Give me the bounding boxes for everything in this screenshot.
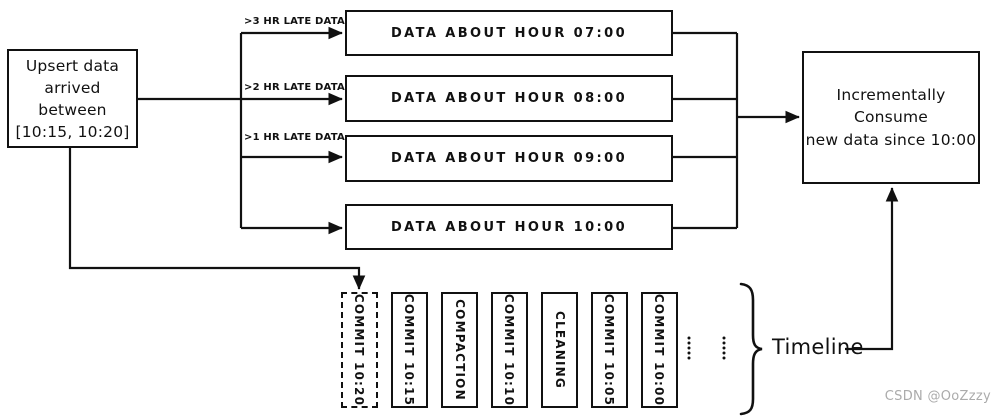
data-box-hour-09-label: DATA ABOUT HOUR 09:00 [390, 151, 628, 166]
timeline-box-compaction-label: COMPACTION [452, 299, 467, 401]
timeline-box-commit-10-00: COMMIT 10:00 [641, 292, 678, 408]
late-data-label-2hr: >2 HR LATE DATA [244, 82, 345, 93]
arrow-timeline-to-consumer [845, 187, 899, 351]
timeline-box-compaction: COMPACTION [441, 292, 478, 408]
timeline-box-commit-10-15: COMMIT 10:15 [391, 292, 428, 408]
late-data-label-3hr: >3 HR LATE DATA [244, 16, 345, 27]
timeline-box-commit-10-00-label: COMMIT 10:00 [652, 293, 667, 407]
timeline-box-commit-10-10-label: COMMIT 10:10 [502, 293, 517, 407]
source-line-1: Upsert data [25, 56, 120, 75]
source-line-3: [10:15, 10:20] [15, 122, 130, 141]
arrow-source-to-commit [68, 147, 366, 290]
data-box-hour-09: DATA ABOUT HOUR 09:00 [345, 135, 673, 182]
data-box-hour-07-label: DATA ABOUT HOUR 07:00 [390, 25, 628, 41]
late-data-label-1hr: >1 HR LATE DATA [244, 132, 345, 143]
timeline-box-cleaning: CLEANING [541, 292, 578, 408]
upsert-source-box: Upsert data arrived between [10:15, 10:2… [7, 49, 138, 148]
consumer-line-2: new data since 10:00 [805, 130, 977, 149]
timeline-ellipsis-dots [687, 336, 726, 360]
timeline-title: Timeline [772, 335, 864, 359]
data-box-hour-08-label: DATA ABOUT HOUR 08:00 [390, 91, 628, 106]
incremental-consumer-text: Incrementally Consume new data since 10:… [804, 84, 978, 151]
data-box-hour-07: DATA ABOUT HOUR 07:00 [345, 10, 673, 56]
timeline-box-commit-10-20: COMMIT 10:20 [341, 292, 378, 408]
timeline-box-cleaning-label: CLEANING [552, 311, 567, 389]
timeline-box-commit-10-15-label: COMMIT 10:15 [402, 293, 417, 407]
timeline-box-commit-10-10: COMMIT 10:10 [491, 292, 528, 408]
data-box-hour-08: DATA ABOUT HOUR 08:00 [345, 75, 673, 122]
source-line-2: arrived between [38, 78, 107, 119]
watermark-text: CSDN @OoZzzy [884, 389, 991, 404]
timeline-box-commit-10-05: COMMIT 10:05 [591, 292, 628, 408]
timeline-box-commit-10-05-label: COMMIT 10:05 [602, 293, 617, 407]
timeline-brace [739, 282, 763, 416]
data-box-hour-10: DATA ABOUT HOUR 10:00 [345, 204, 673, 250]
data-box-hour-10-label: DATA ABOUT HOUR 10:00 [390, 219, 628, 235]
upsert-source-text: Upsert data arrived between [10:15, 10:2… [9, 55, 136, 143]
consumer-line-1: Incrementally Consume [836, 85, 946, 127]
timeline-box-commit-10-20-label: COMMIT 10:20 [352, 293, 367, 407]
incremental-consumer-box: Incrementally Consume new data since 10:… [802, 51, 980, 184]
